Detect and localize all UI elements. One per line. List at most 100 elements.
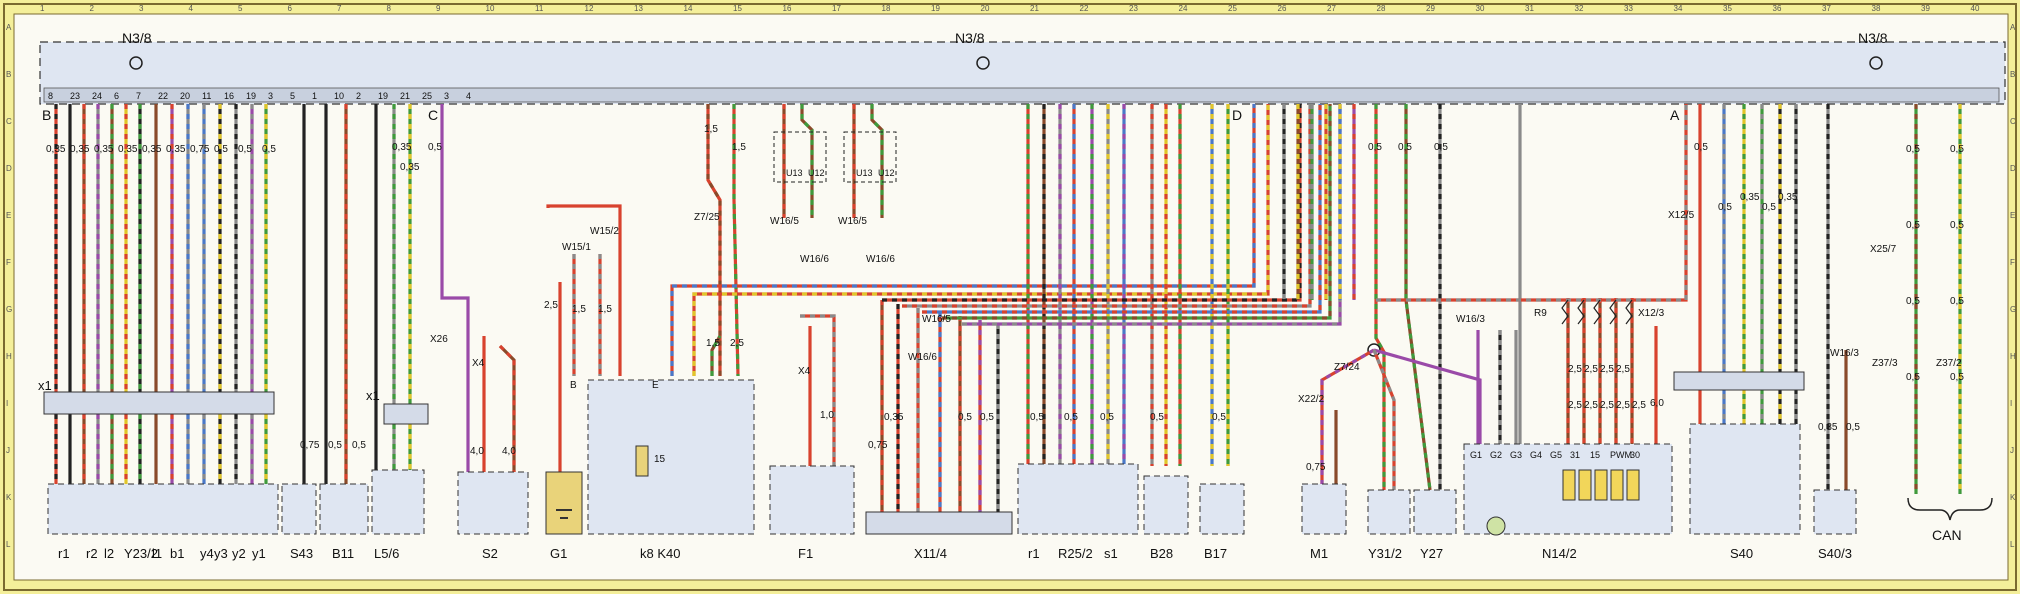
glow-plug-icon [1578,469,1592,501]
connector-x1-left[interactable] [43,391,275,415]
pin-number: 25 [422,91,432,101]
ruler-tick: 10 [486,4,495,13]
resistor-icon [1625,299,1633,325]
component-label: r1 [58,546,70,561]
component-b11[interactable] [319,483,369,535]
component-label: G1 [550,546,567,561]
n14-pin: 30 [1630,450,1640,460]
wire-size-label: 0,35 [1818,422,1838,433]
connector-label: X26 [430,334,448,345]
wire-size-label: 0,75 [868,440,888,451]
ruler-tick: I [6,399,8,408]
component-label: S2 [482,546,498,561]
component-s40[interactable] [1689,423,1801,535]
component-m1[interactable] [1301,483,1347,535]
component-k8-k40[interactable] [587,379,755,535]
wire-size-label: 2,5 [1600,364,1614,375]
component-label: s1 [1104,546,1118,561]
ruler-tick: 30 [1476,4,1485,13]
wire-size-label: 2,5 [1568,364,1582,375]
wire-size-label: 0,5 [1212,412,1226,423]
component-l5-6[interactable] [371,469,425,535]
component-b17[interactable] [1199,483,1245,535]
ruler-tick: D [2010,164,2016,173]
connector-x1-right[interactable] [1673,371,1805,391]
component-label: k8 K40 [640,546,680,561]
wire-size-label: 0,5 [980,412,994,423]
wire [498,344,516,480]
splice-block[interactable] [843,131,897,183]
component-x11-4[interactable] [865,511,1013,535]
ruler-tick: 28 [1377,4,1386,13]
ruler-tick: K [2010,493,2016,502]
ruler-tick: 24 [1179,4,1188,13]
wire-size-label: 0,5 [1694,142,1708,153]
ruler-tick: A [6,23,12,32]
connector-x1-mid[interactable] [383,403,429,425]
wire-stripe [1372,349,1396,490]
component-r1-r25-s1[interactable] [1017,463,1139,535]
u-label: U12 [808,168,825,178]
ecu-label-left: N3/8 [122,30,152,46]
pin-number: 22 [158,91,168,101]
component-label: X11/4 [914,546,947,561]
wire-stripe [1404,104,1432,491]
ecu-n3-8[interactable]: N3/8 N3/8 N3/8 [39,30,2006,105]
connector-label: W16/6 [908,352,937,363]
ruler-tick: 15 [733,4,742,13]
splice-block[interactable] [773,131,827,183]
wire-stripe [1374,104,1386,490]
ecu-label-right: N3/8 [1858,30,1888,46]
ruler-tick: 39 [1921,4,1930,13]
wire-size-label: 0,5 [328,440,342,451]
wire-size-label: 1,5 [706,338,720,349]
component-s40-3[interactable] [1813,489,1857,535]
component-b28[interactable] [1143,475,1189,535]
component-label: B11 [332,546,354,561]
component-y27[interactable] [1413,489,1457,535]
wire-size-label: 0,5 [1950,220,1964,231]
wire-size-label: 0,5 [1064,412,1078,423]
ruler-tick: 29 [1426,4,1435,13]
wire-size-label: 2,5 [1584,400,1598,411]
group-b: B [42,107,51,123]
connector-label: Z37/3 [1872,358,1898,369]
pin-number: 24 [92,91,102,101]
glow-plug-icon [1562,469,1576,501]
pin-number: 10 [334,91,344,101]
wire-stripe [1376,104,1688,302]
pin-number: 3 [268,91,273,101]
connector-label: Z37/2 [1936,358,1962,369]
component-s43[interactable] [281,483,317,535]
connector-label: X22/2 [1298,394,1325,405]
connector-label: Z7/24 [1334,362,1360,373]
wire-size-label: 0,5 [1434,142,1448,153]
wire-size-label: 0,5 [1368,142,1382,153]
ruler-tick: H [6,352,12,361]
component-block-left[interactable] [47,483,279,535]
component-s2[interactable] [457,471,529,535]
component-label: y3 [214,546,228,561]
component-label: S40/3 [1818,546,1852,561]
wire-size-label: 0,35 [392,142,412,153]
component-y31-2[interactable] [1367,489,1411,535]
component-label: M1 [1310,546,1328,561]
ruler-tick: F [2010,258,2015,267]
ruler-tick: C [6,117,12,126]
ruler-tick: F [6,258,11,267]
component-f1[interactable] [769,465,855,535]
wire-size-label: 0,5 [1762,202,1776,213]
pin-number: 21 [400,91,410,101]
wire-size-label: 0,35 [70,144,90,155]
component-label: Y31/2 [1368,546,1402,561]
component-g1[interactable] [545,471,583,535]
wire-size-label: 0,5 [958,412,972,423]
pin-number: 4 [466,91,471,101]
pin-number: 19 [246,91,256,101]
n14-pin: PWM [1610,450,1632,460]
connector-label: W15/1 [562,242,591,253]
motor-icon [1486,516,1506,536]
component-label: B28 [1150,546,1173,561]
